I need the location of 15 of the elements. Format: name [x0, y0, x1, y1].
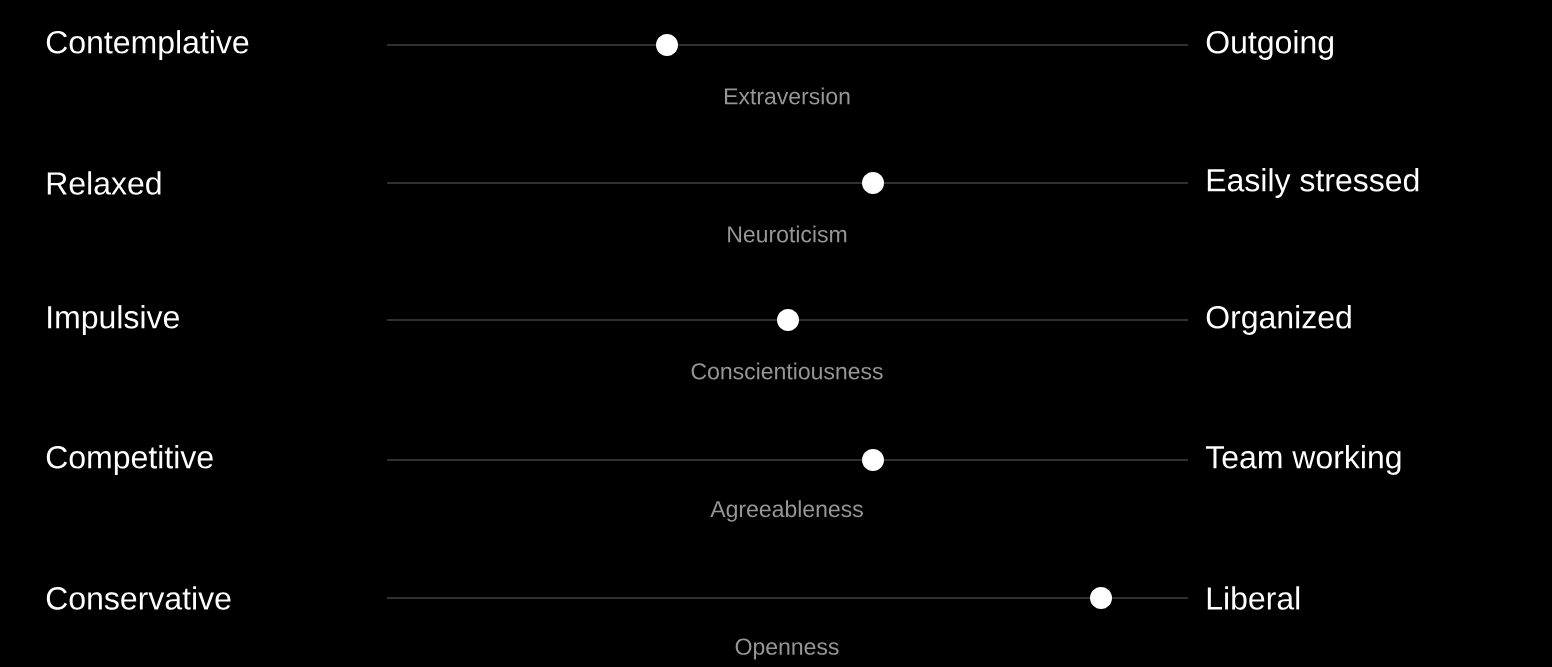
dimension-label: Extraversion	[725, 87, 850, 105]
dimension-label: Openness	[735, 638, 839, 660]
trait-label: Team working	[1205, 445, 1401, 475]
trait-label: Easily stressed	[1207, 168, 1419, 198]
trait-label: Relaxed	[47, 171, 161, 195]
trait-label: Contemplative	[46, 30, 249, 60]
dimension-label: Conscientiousness	[691, 362, 883, 380]
trait-label: Impulsive	[48, 305, 179, 335]
dimension-label: Neuroticism	[728, 225, 847, 243]
trait-label: Organized	[1206, 305, 1351, 335]
trait-label: Conservative	[46, 586, 231, 610]
trait-label: Liberal	[1207, 586, 1300, 610]
dimension-label: Agreeableness	[710, 500, 863, 522]
trait-label: Competitive	[46, 445, 213, 475]
trait-label: Outgoing	[1206, 30, 1333, 60]
